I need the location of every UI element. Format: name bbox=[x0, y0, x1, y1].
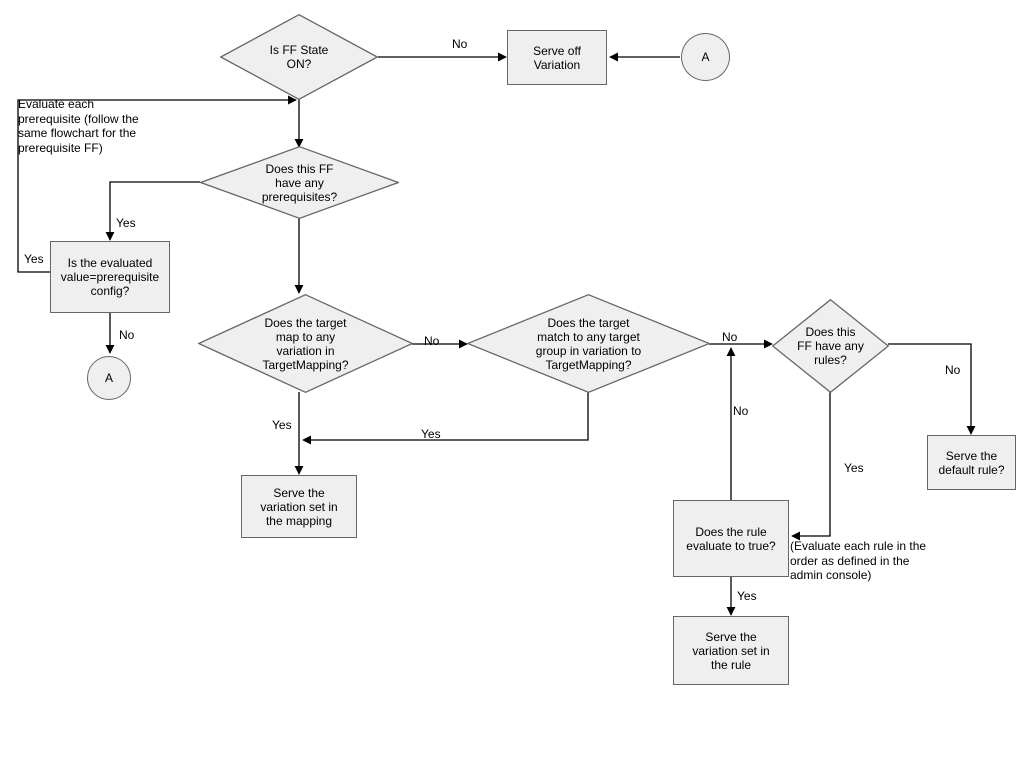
edge-label-ffstate-no: No bbox=[452, 37, 468, 51]
node-has-prerequisites[interactable]: Does this FF have any prerequisites? bbox=[200, 146, 399, 219]
edge-label-hasrules-yes: Yes bbox=[844, 461, 864, 475]
node-target-map-check[interactable]: Does the target map to any variation in … bbox=[198, 294, 413, 393]
edge-label-targetgroup-no: No bbox=[722, 330, 738, 344]
note-rule-order: (Evaluate each rule in the order as defi… bbox=[790, 539, 927, 582]
edge-label-targetmap-yes: Yes bbox=[272, 418, 292, 432]
node-label: Does the target map to any variation in … bbox=[262, 315, 349, 372]
edge-label-hasrules-no: No bbox=[945, 363, 961, 377]
edge-targetgroup-yes bbox=[302, 392, 589, 445]
note-prerequisite-evaluation: Evaluate each prerequisite (follow the s… bbox=[18, 97, 139, 155]
node-rule-evaluates-true[interactable]: Does the rule evaluate to true? bbox=[673, 500, 789, 577]
edge-label-rule-no: No bbox=[733, 404, 749, 418]
node-evaluated-value-check[interactable]: Is the evaluated value=prerequisite conf… bbox=[50, 241, 170, 313]
edge-label-rule-yes: Yes bbox=[737, 589, 757, 603]
node-serve-mapping-variation[interactable]: Serve the variation set in the mapping bbox=[241, 475, 357, 538]
edge-label-evaluated-no: No bbox=[119, 328, 135, 342]
edge-evaluated-yes-loop bbox=[17, 95, 297, 273]
edge-label-targetgroup-yes: Yes bbox=[421, 427, 441, 441]
node-label: Does this FF have any rules? bbox=[797, 325, 864, 367]
diamond-shape bbox=[200, 146, 399, 219]
node-label: Is FF State ON? bbox=[269, 43, 329, 71]
node-connector-a-bottom[interactable]: A bbox=[87, 356, 131, 400]
edge-prerequisites-yes bbox=[105, 181, 200, 241]
edge-label-evaluated-yes: Yes bbox=[24, 252, 44, 266]
node-is-ff-state-on[interactable]: Is FF State ON? bbox=[220, 14, 378, 100]
edge-label-prerequisites-yes: Yes bbox=[116, 216, 136, 230]
node-serve-default-rule[interactable]: Serve the default rule? bbox=[927, 435, 1016, 490]
diamond-shape bbox=[772, 299, 889, 393]
node-target-group-check[interactable]: Does the target match to any target grou… bbox=[467, 294, 710, 393]
node-connector-a-top[interactable]: A bbox=[681, 33, 730, 81]
node-serve-off-variation[interactable]: Serve off Variation bbox=[507, 30, 607, 85]
edge-label-targetmap-no: No bbox=[424, 334, 440, 348]
node-serve-rule-variation[interactable]: Serve the variation set in the rule bbox=[673, 616, 789, 685]
node-label: Does this FF have any prerequisites? bbox=[261, 161, 338, 204]
node-has-rules[interactable]: Does this FF have any rules? bbox=[772, 299, 889, 393]
edge-hasrules-no bbox=[888, 343, 976, 435]
diamond-shape bbox=[220, 14, 378, 100]
diamond-shape bbox=[467, 294, 710, 393]
diamond-shape bbox=[198, 294, 413, 393]
node-label: Does the target match to any target grou… bbox=[535, 315, 642, 372]
edge-hasrules-yes bbox=[791, 392, 831, 541]
